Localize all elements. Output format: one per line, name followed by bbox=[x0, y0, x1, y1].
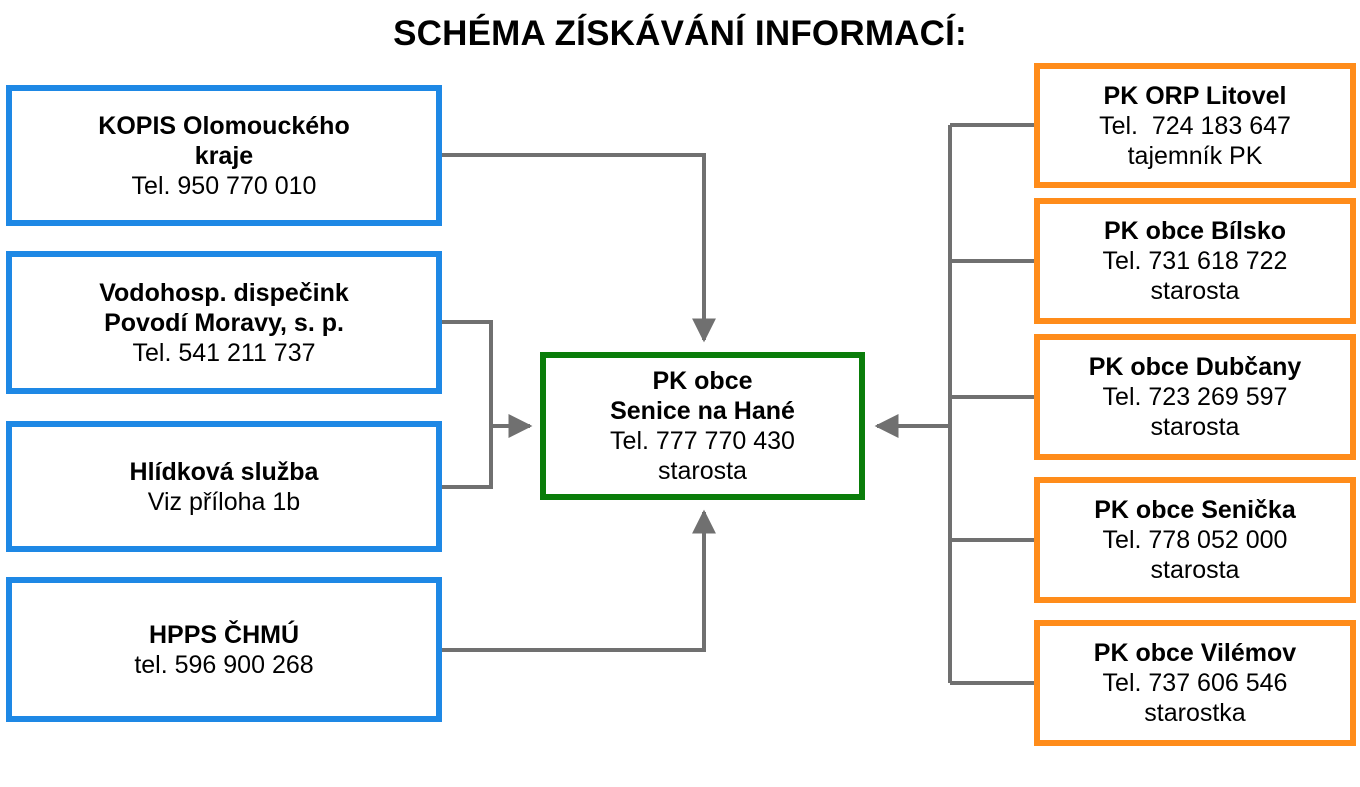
box-center-senice: PK obce Senice na Hané Tel. 777 770 430 … bbox=[540, 352, 865, 500]
connector-vodohosp bbox=[441, 320, 493, 489]
box-bilsko: PK obce Bílsko Tel. 731 618 722 starosta bbox=[1034, 198, 1356, 324]
box-kopis-name-cont: kraje bbox=[194, 141, 254, 170]
box-hlidkova: Hlídková služba Viz příloha 1b bbox=[6, 421, 442, 552]
box-kopis-name: KOPIS Olomouckého bbox=[98, 111, 350, 140]
box-dubcany: PK obce Dubčany Tel. 723 269 597 starost… bbox=[1034, 334, 1356, 460]
box-senicka-name: PK obce Senička bbox=[1094, 496, 1296, 524]
box-dubcany-role: starosta bbox=[1150, 413, 1240, 441]
diagram-title: SCHÉMA ZÍSKÁVÁNÍ INFORMACÍ: bbox=[393, 14, 967, 53]
box-hpps-phone: tel. 596 900 268 bbox=[134, 650, 314, 679]
box-kopis: KOPIS Olomouckého kraje Tel. 950 770 010 bbox=[6, 85, 442, 226]
box-bilsko-phone: Tel. 731 618 722 bbox=[1102, 247, 1288, 275]
box-vodohosp-name: Vodohosp. dispečink bbox=[99, 278, 349, 307]
box-senicka-phone: Tel. 778 052 000 bbox=[1102, 526, 1288, 554]
box-vilemov-name: PK obce Vilémov bbox=[1093, 639, 1297, 667]
box-litovel: PK ORP Litovel Tel. 724 183 647 tajemník… bbox=[1034, 63, 1356, 188]
box-vilemov-role: starostka bbox=[1144, 699, 1246, 727]
box-litovel-name: PK ORP Litovel bbox=[1103, 81, 1287, 110]
connector-hpps bbox=[441, 509, 716, 652]
box-vodohosp: Vodohosp. dispečink Povodí Moravy, s. p.… bbox=[6, 251, 442, 394]
box-center-name-cont: Senice na Hané bbox=[610, 397, 795, 425]
connector-kopis bbox=[441, 153, 716, 343]
box-vodohosp-name-cont: Povodí Moravy, s. p. bbox=[104, 308, 344, 337]
box-litovel-phone: Tel. 724 183 647 bbox=[1099, 111, 1291, 140]
box-dubcany-name: PK obce Dubčany bbox=[1088, 353, 1302, 381]
box-hlidkova-note: Viz příloha 1b bbox=[147, 487, 301, 516]
box-vodohosp-phone: Tel. 541 211 737 bbox=[132, 338, 316, 367]
box-center-name: PK obce bbox=[652, 367, 753, 395]
box-vilemov-phone: Tel. 737 606 546 bbox=[1102, 669, 1288, 697]
box-center-role: starosta bbox=[658, 457, 747, 485]
box-vilemov: PK obce Vilémov Tel. 737 606 546 starost… bbox=[1034, 620, 1356, 746]
box-hpps: HPPS ČHMÚ tel. 596 900 268 bbox=[6, 577, 442, 722]
box-center-phone: Tel. 777 770 430 bbox=[610, 427, 795, 455]
box-dubcany-phone: Tel. 723 269 597 bbox=[1102, 383, 1288, 411]
box-senicka: PK obce Senička Tel. 778 052 000 starost… bbox=[1034, 477, 1356, 603]
box-hpps-name: HPPS ČHMÚ bbox=[148, 620, 299, 649]
box-bilsko-name: PK obce Bílsko bbox=[1104, 217, 1286, 245]
box-litovel-role: tajemník PK bbox=[1127, 141, 1263, 170]
box-kopis-phone: Tel. 950 770 010 bbox=[131, 171, 317, 200]
box-hlidkova-name: Hlídková služba bbox=[129, 457, 319, 486]
box-bilsko-role: starosta bbox=[1150, 277, 1240, 305]
box-senicka-role: starosta bbox=[1150, 556, 1240, 584]
